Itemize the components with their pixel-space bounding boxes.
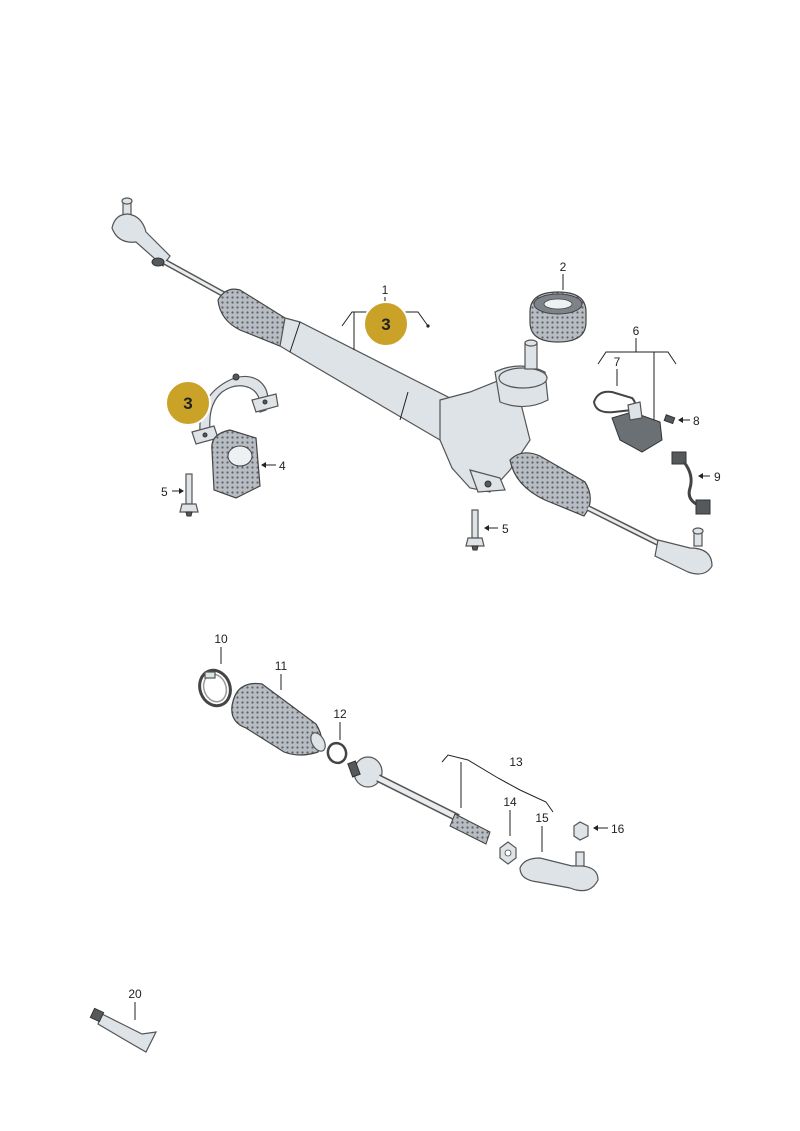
bolt-right [465,509,485,551]
label-12: 12 [333,707,347,721]
label-11: 11 [275,659,288,673]
lock-nut [499,841,517,865]
boot-clamp-large [198,668,232,708]
grease-tube [89,1007,158,1053]
label-4: 4 [279,459,286,473]
sensor-screw [663,414,690,425]
label-10: 10 [214,632,228,646]
right-rack-boot [509,452,591,517]
label-13: 13 [509,755,523,769]
callout-3-rack[interactable]: 3 [363,301,409,347]
inner-tie-rod [347,756,491,845]
rack-housing-tube [279,317,451,441]
label-20: 20 [128,987,142,1001]
left-tie-rod-end [111,197,171,267]
label-1: 1 [382,283,389,297]
label-9: 9 [714,470,721,484]
wiring-harness [671,451,711,515]
label-2: 2 [560,260,567,274]
label-5-right: 5 [502,522,509,536]
callout-3-clamp[interactable]: 3 [165,380,211,426]
label-14: 14 [503,795,517,809]
label-8: 8 [693,414,700,428]
pinion-housing [439,339,549,493]
label-7: 7 [614,355,621,369]
rack-mounting-clamp [191,373,279,445]
label-13-leader: 13 [441,754,554,813]
steering-rack-assembly [111,197,713,575]
ball-joint-nut [573,821,589,841]
sensor-module [611,401,663,453]
bolt-left [179,473,199,517]
left-rack-boot [217,288,289,347]
outer-tie-rod-end [519,851,599,892]
label-5-left: 5 [161,485,168,499]
rack-boot [231,682,326,756]
label-15: 15 [535,811,549,825]
rubber-mount [211,429,261,499]
label-6-leader: 6 [597,324,677,420]
label-6: 6 [633,324,640,338]
callout-3-rack-number: 3 [381,315,390,334]
callout-3-clamp-number: 3 [183,394,192,413]
boot-clamp-small [326,741,348,765]
label-16: 16 [611,822,625,836]
right-tie-rod-end [654,527,713,575]
damping-ring [529,291,587,343]
